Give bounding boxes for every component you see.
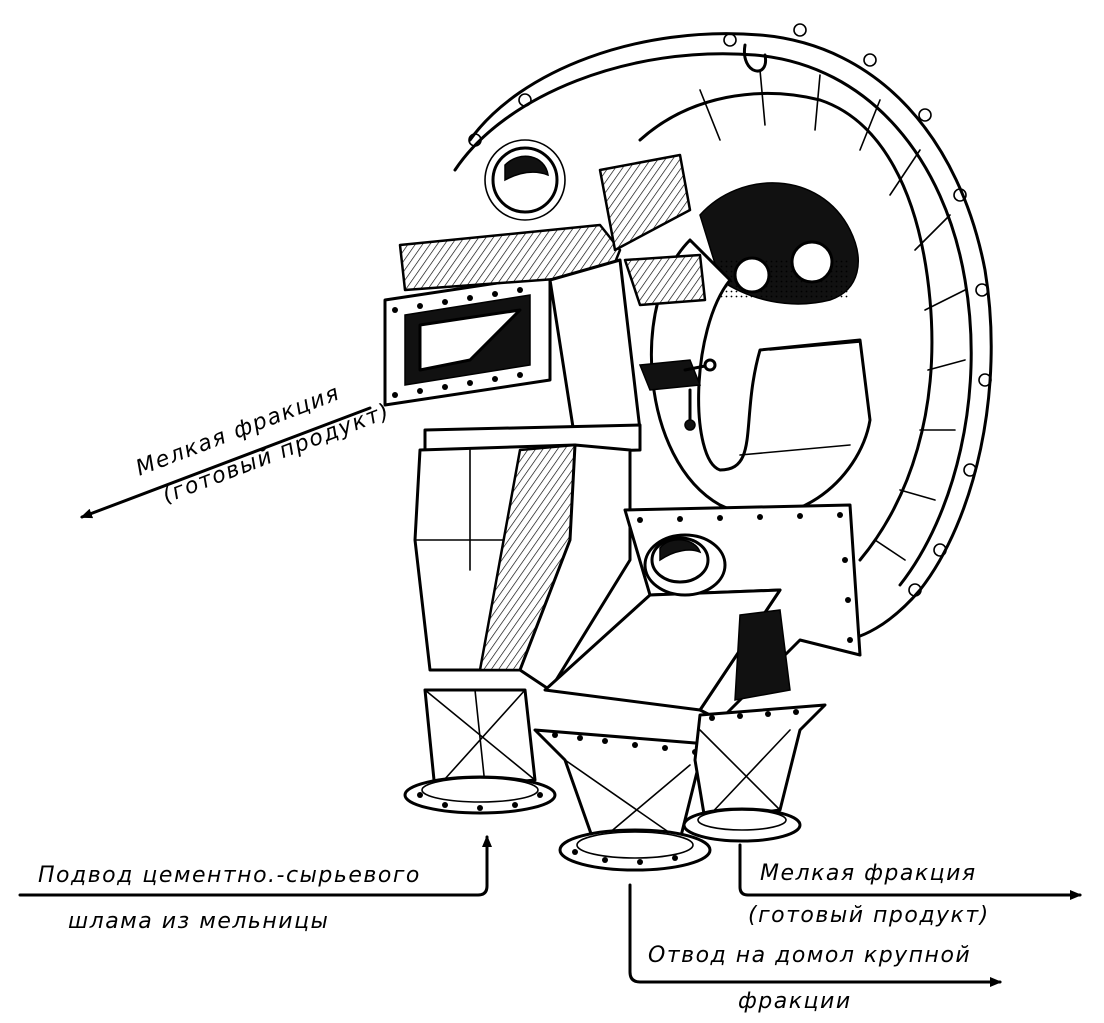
coarse-outlet-nozzle	[533, 728, 722, 872]
label-fine-fraction-right-line1: Мелкая фракция	[760, 861, 977, 886]
fine-outlet-nozzle	[682, 703, 827, 843]
label-slurry-inlet-line1: Подвод цементно.-сырьевого	[38, 863, 421, 888]
upper-outlet-flange	[383, 153, 692, 407]
classifier-channel	[649, 238, 872, 517]
inner-nozzle-left	[733, 256, 771, 294]
slurry-inlet-arrow	[18, 835, 492, 897]
upper-inspection-port	[484, 139, 566, 221]
lifting-hook	[742, 43, 768, 73]
label-fine-fraction-left: Мелкая фракция (готовый продукт)	[133, 381, 394, 509]
lower-outlet-block	[543, 503, 862, 722]
label-slurry-inlet-line2: шлама из мельницы	[68, 909, 329, 934]
label-fine-fraction-right-line2: (готовый продукт)	[748, 903, 990, 928]
flow-arrows	[18, 406, 1082, 987]
classifier-body	[413, 253, 717, 692]
inner-nozzle-right	[790, 240, 834, 284]
rim-bolts	[468, 23, 992, 597]
label-coarse-return-line2: фракции	[738, 989, 852, 1014]
fine-fraction-right-arrow	[738, 843, 1082, 900]
control-valve	[638, 358, 717, 431]
label-coarse-return-line1: Отвод на домол крупной	[648, 943, 971, 968]
coarse-return-arrow	[628, 883, 1002, 987]
inlet-nozzle-left	[403, 688, 557, 815]
lower-inspection-port	[643, 533, 727, 597]
drum-ribs	[699, 69, 966, 561]
separator-drum	[453, 23, 993, 642]
fine-fraction-left-arrow	[80, 406, 372, 519]
